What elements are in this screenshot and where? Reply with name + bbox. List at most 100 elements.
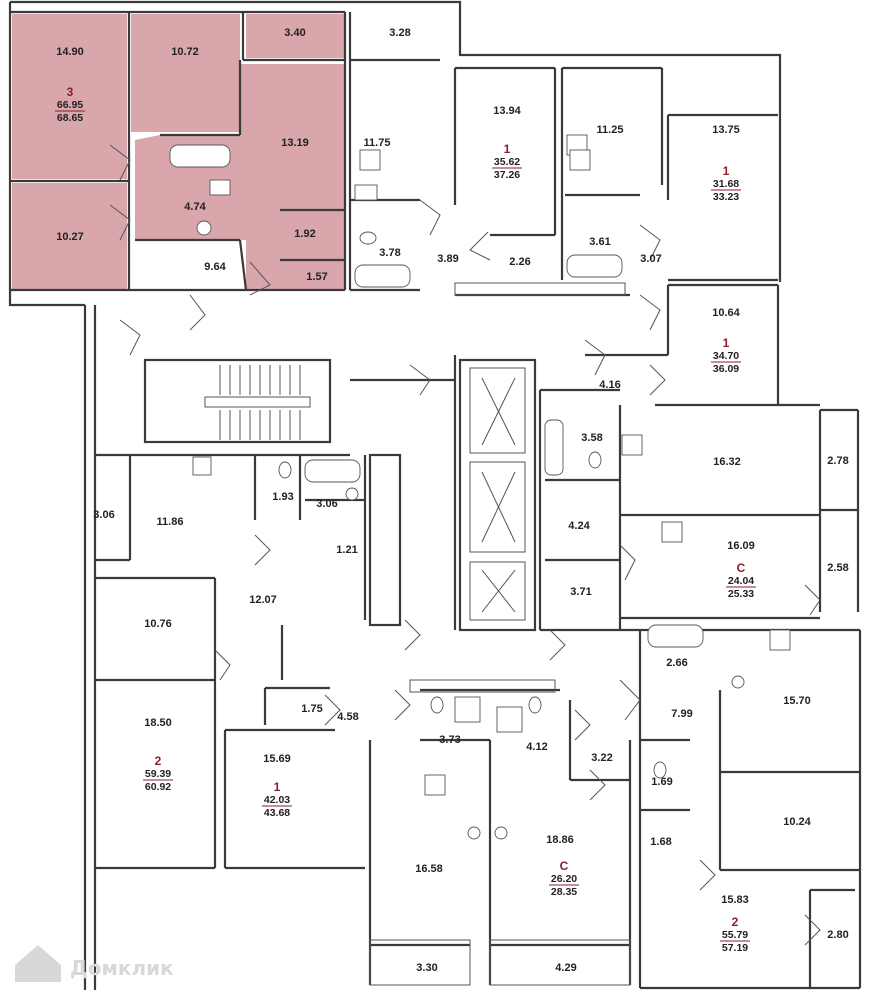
elevator-shafts <box>469 367 526 621</box>
room-area: 15.70 <box>783 695 811 707</box>
apartment-label[interactable]: 2 55.79 57.19 <box>720 915 750 954</box>
room-area: 15.83 <box>721 894 749 906</box>
svg-text:36.09: 36.09 <box>713 363 739 375</box>
room-area: 11.25 <box>597 124 624 136</box>
apartment-label[interactable]: 1 34.70 36.09 <box>711 336 741 375</box>
room-area: 4.29 <box>555 962 576 974</box>
apartment-label[interactable]: С 26.20 28.35 <box>549 859 579 898</box>
house-logo-icon <box>15 945 61 982</box>
room-area: 3.22 <box>591 752 612 764</box>
room-area: 2.80 <box>827 929 848 941</box>
room-area: 4.58 <box>337 711 358 723</box>
svg-text:60.92: 60.92 <box>145 781 171 793</box>
room-area: 7.99 <box>671 708 692 720</box>
fixtures <box>169 134 791 840</box>
room-area: 2.58 <box>827 562 848 574</box>
room-area: 4.24 <box>568 520 590 532</box>
room-area: 3.06 <box>316 498 337 510</box>
svg-text:2: 2 <box>732 915 739 929</box>
svg-text:3: 3 <box>67 85 74 99</box>
svg-text:2: 2 <box>155 754 162 768</box>
svg-text:43.68: 43.68 <box>264 807 290 819</box>
room-area: 3.61 <box>589 236 610 248</box>
room-area: 11.75 <box>364 137 391 149</box>
svg-text:1: 1 <box>504 142 511 156</box>
svg-text:66.95: 66.95 <box>57 99 83 111</box>
svg-text:31.68: 31.68 <box>713 178 739 190</box>
room-area: 10.76 <box>144 618 172 630</box>
room-area: 16.32 <box>713 456 741 468</box>
room-area: 3.40 <box>284 27 305 39</box>
svg-text:26.20: 26.20 <box>551 873 577 885</box>
apartment-label[interactable]: 1 31.68 33.23 <box>711 164 741 203</box>
room-area: 2.66 <box>666 657 687 669</box>
room-area: 1.92 <box>294 228 315 240</box>
svg-text:57.19: 57.19 <box>722 942 748 954</box>
svg-text:1: 1 <box>723 336 730 350</box>
room-area: 18.86 <box>546 834 574 846</box>
svg-text:25.33: 25.33 <box>728 588 754 600</box>
room-area: 4.16 <box>599 379 620 391</box>
svg-text:24.04: 24.04 <box>728 575 754 587</box>
room-area: 13.75 <box>712 124 740 136</box>
room-area: 10.64 <box>712 307 740 319</box>
room-area: 3.78 <box>379 247 400 259</box>
room-area: 3.73 <box>439 734 460 746</box>
svg-text:42.03: 42.03 <box>264 794 290 806</box>
staircase <box>204 365 311 440</box>
svg-text:34.70: 34.70 <box>713 350 739 362</box>
room-area: 3.06 <box>93 509 114 521</box>
room-area: 1.93 <box>272 491 293 503</box>
svg-text:68.65: 68.65 <box>57 112 83 124</box>
apartment-label[interactable]: 1 42.03 43.68 <box>262 780 292 819</box>
room-area: 3.30 <box>416 962 437 974</box>
room-area: 2.78 <box>827 455 848 467</box>
svg-text:33.23: 33.23 <box>713 191 739 203</box>
room-area: 1.69 <box>651 776 672 788</box>
svg-text:55.79: 55.79 <box>722 929 748 941</box>
room-area: 3.89 <box>437 253 458 265</box>
svg-text:1: 1 <box>274 780 281 794</box>
room-area: 9.64 <box>204 261 226 273</box>
room-area: 1.21 <box>336 544 357 556</box>
svg-text:35.62: 35.62 <box>494 156 520 168</box>
room-area: 2.26 <box>509 256 530 268</box>
watermark: Домклик <box>15 945 174 982</box>
balconies <box>369 282 631 986</box>
room-area: 1.68 <box>650 836 671 848</box>
svg-text:59.39: 59.39 <box>145 768 171 780</box>
room-area: 10.72 <box>171 46 199 58</box>
room-area: 1.75 <box>301 703 322 715</box>
room-area: 1.57 <box>306 271 327 283</box>
walls <box>8 0 862 990</box>
highlighted-apartment[interactable] <box>12 14 345 290</box>
room-area: 10.27 <box>56 231 84 243</box>
apartment-label[interactable]: С 24.04 25.33 <box>726 561 756 600</box>
svg-text:37.26: 37.26 <box>494 169 520 181</box>
room-area: 15.69 <box>263 753 291 765</box>
room-area: 12.07 <box>249 594 277 606</box>
room-labels: 14.90 10.72 3.40 3.28 13.19 4.74 10.27 9… <box>56 27 848 974</box>
room-area: 3.28 <box>389 27 410 39</box>
room-area: 10.24 <box>783 816 811 828</box>
room-area: 4.74 <box>184 201 206 213</box>
room-area: 18.50 <box>144 717 172 729</box>
svg-text:28.35: 28.35 <box>551 886 577 898</box>
apartment-labels: 3 66.95 68.65 1 35.62 37.26 1 31.68 33.2… <box>55 85 756 954</box>
room-area: 16.58 <box>415 863 443 875</box>
apartment-label[interactable]: 2 59.39 60.92 <box>143 754 173 793</box>
room-area: 3.58 <box>581 432 602 444</box>
doors <box>109 144 821 946</box>
apartment-label[interactable]: 1 35.62 37.26 <box>492 142 522 181</box>
apartment-label[interactable]: 3 66.95 68.65 <box>55 85 85 124</box>
svg-text:С: С <box>560 859 569 873</box>
room-area: 4.12 <box>526 741 547 753</box>
room-area: 16.09 <box>727 540 755 552</box>
room-area: 13.19 <box>281 137 309 149</box>
room-area: 13.94 <box>493 105 521 117</box>
watermark-text: Домклик <box>70 956 174 980</box>
room-area: 3.07 <box>640 253 661 265</box>
svg-text:С: С <box>737 561 746 575</box>
room-area: 3.71 <box>570 586 591 598</box>
